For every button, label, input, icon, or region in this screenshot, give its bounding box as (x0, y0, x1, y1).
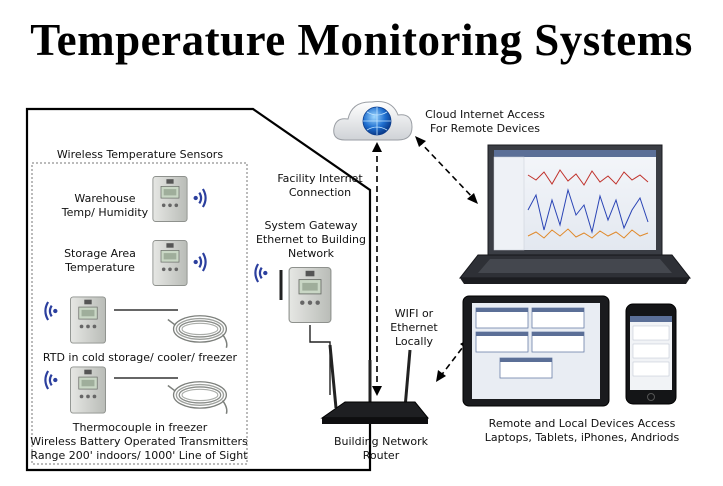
laptop (458, 144, 692, 284)
sensors-heading: Wireless Temperature Sensors (56, 148, 224, 161)
router-tablet-link (439, 342, 467, 378)
sensors-group-box (31, 162, 248, 465)
storage-sensor (152, 240, 207, 286)
probe-cable-icon (167, 314, 228, 349)
ethernet-cable (309, 325, 331, 395)
warehouse-label-line: Temp/ Humidity (61, 206, 149, 219)
gateway-label: System Gateway Ethernet to Building Netw… (252, 219, 370, 261)
gateway-icon (288, 266, 332, 324)
wifi-label: WIFI or Ethernet Locally (384, 307, 444, 349)
wireless-sensor-icon (152, 240, 188, 286)
router-label-line: Router (362, 449, 400, 462)
cloud-label-line: For Remote Devices (430, 122, 540, 135)
facility-connection-label: Facility Internet Connection (262, 172, 378, 200)
gateway-label-line: Ethernet to Building (255, 233, 367, 246)
thermocouple-sensor (44, 366, 228, 415)
warehouse-label-line: Warehouse (74, 192, 136, 205)
page-title: Temperature Monitoring Systems (30, 15, 693, 65)
gateway-label-line: Network (288, 247, 334, 260)
system-gateway (254, 262, 332, 395)
tablet (462, 295, 610, 407)
transmitters-label-line: Wireless Battery Operated Transmitters (30, 435, 248, 448)
wireless-sensor-icon (69, 296, 107, 344)
storage-label-line: Storage Area (64, 247, 136, 260)
storage-label-line: Temperature (65, 261, 135, 274)
rtd-label: RTD in cold storage/ cooler/ freezer (42, 351, 238, 364)
wireless-signal-icon (44, 369, 58, 391)
router (320, 344, 430, 424)
cloud-label: Cloud Internet Access For Remote Devices (410, 108, 560, 136)
transmitters-label: Wireless Battery Operated Transmitters R… (28, 435, 250, 463)
storage-label: Storage Area Temperature (50, 247, 150, 275)
wifi-label-line: WIFI or (394, 307, 434, 320)
gateway-label-line: System Gateway (264, 219, 358, 232)
facility-connection-label-line: Facility Internet (277, 172, 363, 185)
probe-cable-icon (167, 380, 228, 415)
warehouse-sensor (152, 176, 207, 222)
remote-devices-label-line: Remote and Local Devices Access (488, 417, 676, 430)
cloud-label-line: Cloud Internet Access (425, 108, 545, 121)
remote-devices-label-line: Laptops, Tablets, iPhones, Andriods (484, 431, 680, 444)
thermocouple-label: Thermocouple in freezer (72, 421, 208, 434)
router-label-line: Building Network (333, 435, 429, 448)
facility-outline (25, 107, 372, 472)
cloud (333, 101, 413, 141)
router-label: Building Network Router (326, 435, 436, 463)
cloud-laptop-link (417, 139, 476, 201)
wifi-label-line: Ethernet (390, 321, 438, 334)
router-icon (320, 401, 430, 419)
wireless-signal-icon (254, 262, 268, 284)
warehouse-label: Warehouse Temp/ Humidity (55, 192, 155, 220)
wifi-label-line: Locally (394, 335, 434, 348)
wireless-signal-icon (44, 300, 58, 322)
facility-connection-label-line: Connection (288, 186, 352, 199)
wireless-signal-icon (193, 187, 207, 209)
rtd-sensor (44, 296, 228, 349)
phone (625, 303, 677, 405)
wireless-sensor-icon (152, 176, 188, 222)
wireless-sensor-icon (69, 366, 107, 414)
transmitters-label-line: Range 200' indoors/ 1000' Line of Sight (30, 449, 248, 462)
wireless-signal-icon (193, 251, 207, 273)
remote-devices-label: Remote and Local Devices Access Laptops,… (468, 417, 696, 445)
